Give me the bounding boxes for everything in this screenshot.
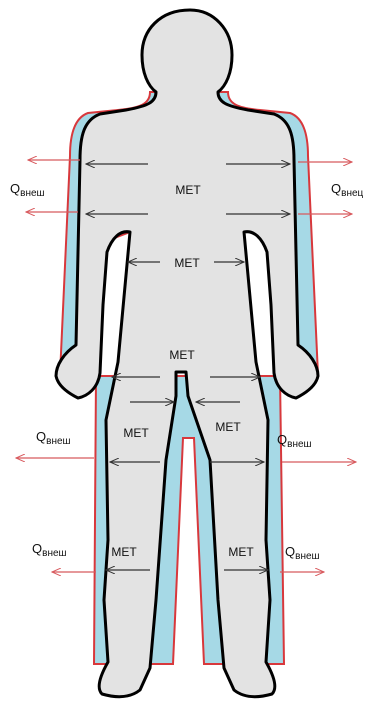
q-label-mid-right: Qвнеш — [277, 432, 312, 450]
met-label-waist: МЕТ — [174, 256, 200, 270]
q-label-upper-left: Qвнеш — [10, 181, 45, 199]
met-label-thigh-left: МЕТ — [123, 426, 149, 440]
q-label-low-right: Qвнеш — [285, 544, 320, 562]
q-label-low-left: Qвнеш — [32, 541, 67, 559]
q-label-upper-right: Qвнец — [331, 181, 364, 199]
met-label-chest: МЕТ — [175, 183, 201, 197]
met-label-calf-left: МЕТ — [111, 545, 137, 559]
met-label-thigh-right: МЕТ — [215, 420, 241, 434]
q-label-mid-left: Qвнеш — [36, 429, 71, 447]
met-label-calf-right: МЕТ — [228, 545, 254, 559]
met-label-pelvis: МЕТ — [169, 348, 195, 362]
